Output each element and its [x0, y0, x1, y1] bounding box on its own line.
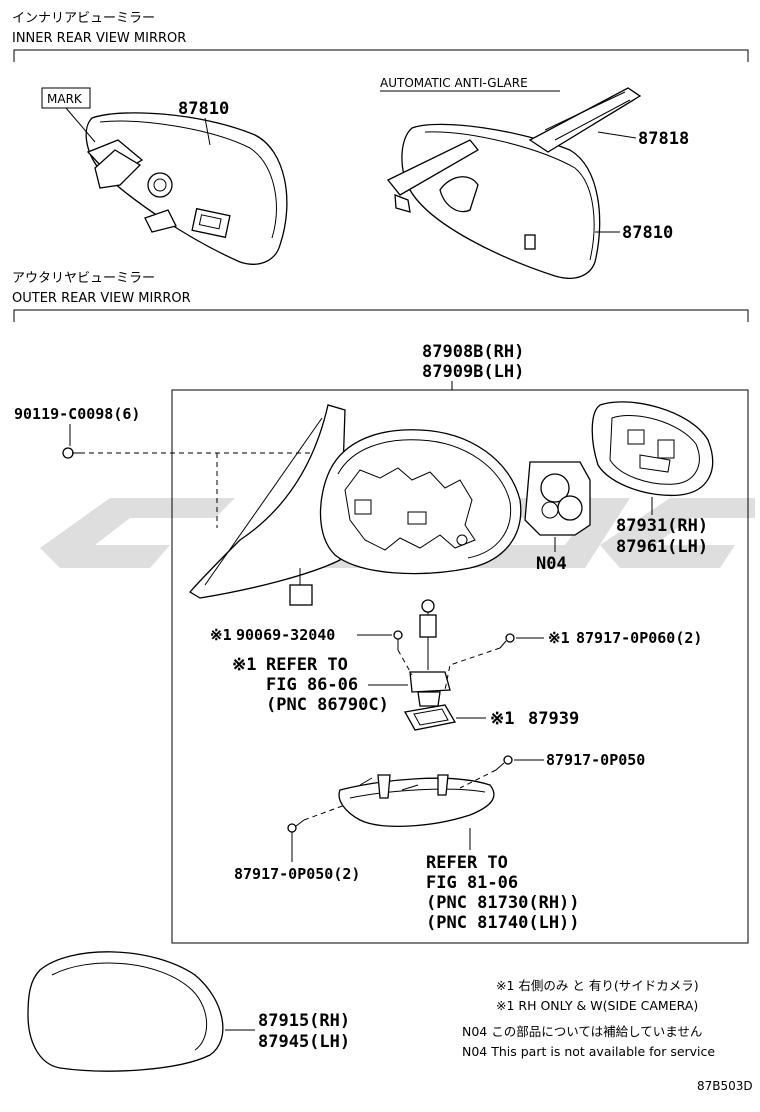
label-87810-left-leader	[204, 117, 211, 146]
screw-87917-0p060	[499, 633, 515, 649]
inner-section-frame	[13, 49, 749, 62]
mirror-connector	[289, 568, 313, 606]
label-87908b-rh: 87908B(RH)	[422, 342, 524, 362]
outer-assembly-frame	[171, 389, 749, 944]
auto-anti-glare-label: AUTOMATIC ANTI-GLARE	[380, 76, 528, 90]
note-2-jp: N04 この部品については補給していません	[462, 1024, 702, 1039]
outer-title-jp: アウタリヤビューミラー	[12, 271, 155, 286]
screw-87917-0p060-dashline	[444, 647, 501, 691]
label-87917-0p060: 87917-0P060(2)	[576, 629, 702, 647]
refer2-line3: (PNC 81730(RH))	[426, 893, 580, 913]
inner-mirror-left	[85, 112, 288, 265]
refer1-line1: REFER TO	[266, 655, 348, 675]
screw-87917-0p050-2-dashline	[303, 804, 346, 821]
bolt-90069	[393, 630, 403, 650]
mark-90069: ※1	[210, 626, 232, 644]
camera-cover	[403, 704, 457, 731]
label-n04: N04	[536, 554, 567, 574]
refer2-line4: (PNC 81740(LH))	[426, 913, 580, 933]
mark-leader	[65, 107, 96, 143]
side-camera	[409, 599, 451, 707]
refer2-line1: REFER TO	[426, 853, 508, 873]
label-87810-right: 87810	[622, 223, 673, 243]
label-87961-lh: 87961(LH)	[616, 537, 708, 557]
mirror-housing	[319, 429, 522, 575]
screw-87917-0p050-dashline	[459, 769, 497, 789]
bolt-90069-dashline	[397, 649, 413, 676]
figure-code: 87B503D	[697, 1079, 753, 1093]
label-87939: 87939	[528, 709, 579, 729]
mark-87917-0p060: ※1	[548, 629, 570, 647]
turn-signal-lamp	[338, 774, 495, 827]
label-90119-c0098: 90119-C0098(6)	[14, 405, 140, 423]
mark-label: MARK	[47, 92, 83, 106]
refer1-line2: FIG 86-06	[266, 675, 358, 695]
mirror-motor	[524, 461, 591, 536]
refer1-line3: (PNC 86790C)	[266, 695, 389, 715]
note-1-jp: ※1 右側のみ と 有り(サイドカメラ)	[496, 978, 699, 993]
inner-title-jp: インナリアビューミラー	[12, 11, 155, 26]
refer2-line2: FIG 81-06	[426, 873, 518, 893]
inner-mirror-right	[386, 87, 642, 279]
inner-title-en: INNER REAR VIEW MIRROR	[12, 31, 186, 46]
label-87917-0p050: 87917-0P050	[546, 751, 645, 769]
note-1-en: ※1 RH ONLY & W(SIDE CAMERA)	[496, 998, 698, 1013]
note-2-en: N04 This part is not available for servi…	[462, 1044, 715, 1059]
label-87818-leader	[597, 131, 637, 139]
screw-87917-0p050	[495, 755, 513, 771]
label-87915-rh: 87915(RH)	[258, 1011, 350, 1031]
label-90069-32040: 90069-32040	[236, 626, 335, 644]
mirror-glass	[591, 401, 714, 497]
label-87810-left: 87810	[178, 99, 229, 119]
label-87917-0p050-2: 87917-0P050(2)	[234, 865, 360, 883]
mark-refer1: ※1	[232, 655, 256, 675]
outer-section-frame	[13, 309, 749, 322]
outer-title-en: OUTER REAR VIEW MIRROR	[12, 291, 191, 306]
label-87818: 87818	[638, 129, 689, 149]
label-87931-rh: 87931(RH)	[616, 516, 708, 536]
label-87945-lh: 87945(LH)	[258, 1032, 350, 1052]
screw-90119	[62, 447, 80, 459]
mark-87939: ※1	[490, 709, 514, 729]
label-87909b-lh: 87909B(LH)	[422, 362, 524, 382]
screw-87917-0p050-2	[287, 819, 305, 833]
mirror-cover	[27, 951, 224, 1072]
